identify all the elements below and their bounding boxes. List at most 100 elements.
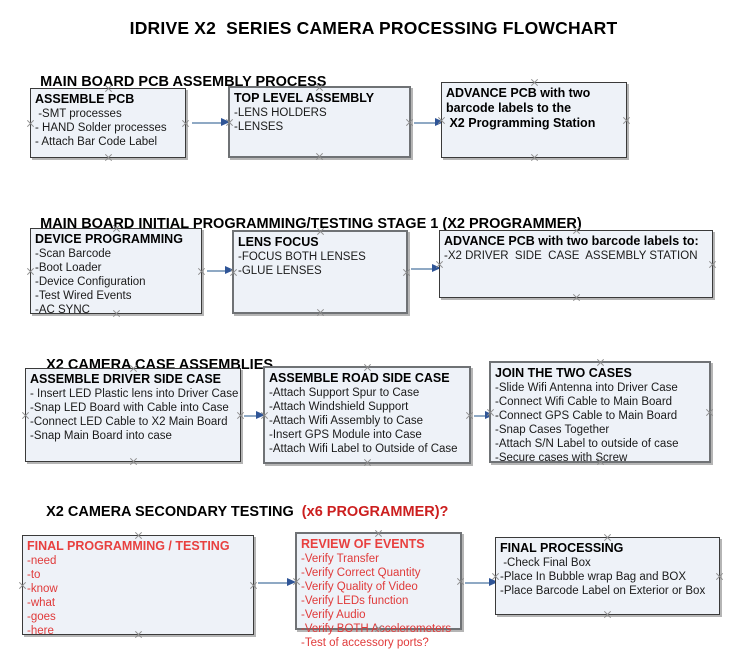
node-title: ADVANCE PCB with two barcode labels to: [444, 234, 699, 248]
connector-driver-side-to-road-side [244, 411, 265, 420]
node-line: -Attach S/N Label to outside of case [495, 438, 679, 450]
node-line: - Insert LED Plastic lens into Driver Ca… [30, 388, 239, 400]
connector-line [474, 415, 486, 417]
node-line: -need [27, 555, 57, 567]
node-line: -X2 DRIVER SIDE CASE ASSEMBLY STATION [444, 250, 698, 262]
node-title: ASSEMBLE ROAD SIDE CASE [269, 371, 450, 385]
connector-line [244, 415, 257, 417]
page-title: IDRIVE X2 SERIES CAMERA PROCESSING FLOWC… [129, 18, 618, 38]
connection-handle-left[interactable] [26, 119, 35, 128]
node-line: -Connect LED Cable to X2 Main Board [30, 416, 228, 428]
connector-line [258, 582, 288, 584]
node-advance-pcb-to-programming-station[interactable]: ADVANCE PCB with two barcode labels to t… [441, 82, 627, 158]
connection-handle-left[interactable] [26, 267, 35, 276]
node-title: FINAL PROCESSING [500, 541, 624, 555]
node-line: -Verify Transfer [301, 553, 379, 565]
connection-handle-right[interactable] [465, 411, 474, 420]
node-line: -Place Barcode Label on Exterior or Box [500, 585, 706, 597]
node-line: - Attach Bar Code Label [35, 136, 158, 148]
node-advance-pcb-to-driver-side-case[interactable]: ADVANCE PCB with two barcode labels to: … [439, 230, 713, 298]
connection-handle-left[interactable] [435, 260, 444, 269]
connector-top-level-assembly-to-advance-pcb [414, 118, 444, 127]
node-line: -to [27, 569, 41, 581]
connection-handle-right[interactable] [236, 411, 245, 420]
node-line: -Insert GPS Module into Case [269, 429, 422, 441]
node-title: ADVANCE PCB with two barcode labels to t… [446, 86, 596, 130]
node-review-of-events[interactable]: REVIEW OF EVENTS -Verify Transfer -Verif… [292, 532, 465, 649]
connection-handle-left[interactable] [260, 411, 269, 420]
connection-handle-right[interactable] [402, 268, 411, 277]
connection-handle-right[interactable] [249, 581, 258, 590]
node-line: -Scan Barcode [35, 248, 112, 260]
connector-line [414, 122, 436, 124]
node-final-programming-testing[interactable]: FINAL PROGRAMMING / TESTING -need -to -k… [22, 535, 254, 637]
node-line: -Place In Bubble wrap Bag and BOX [500, 571, 687, 583]
node-assemble-road-side-case[interactable]: ASSEMBLE ROAD SIDE CASE -Attach Support … [263, 366, 471, 464]
node-title: JOIN THE TWO CASES [495, 366, 632, 380]
section-heading-accent: (x6 PROGRAMMER)? [301, 504, 449, 520]
connection-handle-right[interactable] [708, 260, 717, 269]
connection-handle-left[interactable] [21, 411, 30, 420]
connection-handle-right[interactable] [456, 577, 465, 586]
node-device-programming[interactable]: DEVICE PROGRAMMING -Scan Barcode -Boot L… [30, 228, 202, 316]
connection-handle-right[interactable] [405, 118, 414, 127]
node-line: -Secure cases with Screw [495, 452, 628, 464]
node-line: -Verify LEDs function [301, 595, 409, 607]
node-line: -SMT processes [35, 108, 122, 120]
connector-line [411, 268, 433, 270]
connection-handle-bottom[interactable] [104, 153, 113, 162]
node-join-the-two-cases[interactable]: JOIN THE TWO CASES -Slide Wifi Antenna i… [486, 361, 714, 464]
node-line: -Test of accessory ports? [301, 637, 429, 649]
connection-handle-left[interactable] [292, 577, 301, 586]
section-heading-text: X2 CAMERA SECONDARY TESTING [46, 504, 302, 520]
node-line: -Check Final Box [500, 557, 591, 569]
node-title: ASSEMBLE PCB [35, 92, 135, 106]
connection-handle-left[interactable] [18, 581, 27, 590]
node-line: -know [27, 583, 58, 595]
node-final-processing[interactable]: FINAL PROCESSING -Check Final Box -Place… [495, 537, 720, 615]
connection-handle-right[interactable] [181, 119, 190, 128]
connector-line [465, 582, 490, 584]
connection-handle-right[interactable] [715, 572, 724, 581]
node-line: -Attach Wifi Label to Outside of Case [269, 443, 458, 455]
connection-handle-bottom[interactable] [530, 153, 539, 162]
connector-final-programming-to-review-of-events [258, 578, 296, 587]
node-line: -AC SYNC [35, 304, 90, 316]
connection-handle-left[interactable] [491, 572, 500, 581]
node-line: - HAND Solder processes [35, 122, 167, 134]
node-line: -Device Configuration [35, 276, 146, 288]
connector-assemble-pcb-to-top-level-assembly [192, 118, 230, 127]
node-line: -Verify Audio [301, 609, 366, 621]
connector-line [192, 122, 222, 124]
connection-handle-bottom[interactable] [603, 610, 612, 619]
node-title: ASSEMBLE DRIVER SIDE CASE [30, 372, 222, 386]
node-line: -Connect GPS Cable to Main Board [495, 410, 678, 422]
node-title: TOP LEVEL ASSEMBLY [234, 91, 375, 105]
node-assemble-driver-side-case[interactable]: ASSEMBLE DRIVER SIDE CASE - Insert LED P… [25, 368, 241, 462]
node-title: DEVICE PROGRAMMING [35, 232, 183, 246]
node-line: -here [27, 625, 54, 637]
connector-device-programming-to-lens-focus [207, 266, 234, 275]
connection-handle-right[interactable] [197, 267, 206, 276]
connection-handle-right[interactable] [622, 116, 631, 125]
connection-handle-left[interactable] [437, 116, 446, 125]
node-line: -Test Wired Events [35, 290, 132, 302]
node-title: LENS FOCUS [238, 235, 319, 249]
node-line: -LENS HOLDERS [234, 107, 327, 119]
connection-handle-bottom[interactable] [363, 458, 372, 467]
connection-handle-bottom[interactable] [316, 308, 325, 317]
connection-handle-left[interactable] [229, 268, 238, 277]
connection-handle-left[interactable] [225, 118, 234, 127]
connection-handle-bottom[interactable] [129, 457, 138, 466]
node-line: -Attach Windshield Support [269, 401, 409, 413]
node-lens-focus[interactable]: LENS FOCUS -FOCUS BOTH LENSES -GLUE LENS… [232, 230, 408, 314]
node-assemble-pcb[interactable]: ASSEMBLE PCB -SMT processes - HAND Solde… [30, 88, 186, 158]
connector-line [207, 270, 226, 272]
connection-handle-right[interactable] [705, 408, 714, 417]
connection-handle-bottom[interactable] [572, 293, 581, 302]
connection-handle-left[interactable] [486, 408, 495, 417]
node-title: FINAL PROGRAMMING / TESTING [27, 539, 230, 553]
node-top-level-assembly[interactable]: TOP LEVEL ASSEMBLY -LENS HOLDERS -LENSES [228, 86, 411, 158]
connection-handle-bottom[interactable] [315, 152, 324, 161]
